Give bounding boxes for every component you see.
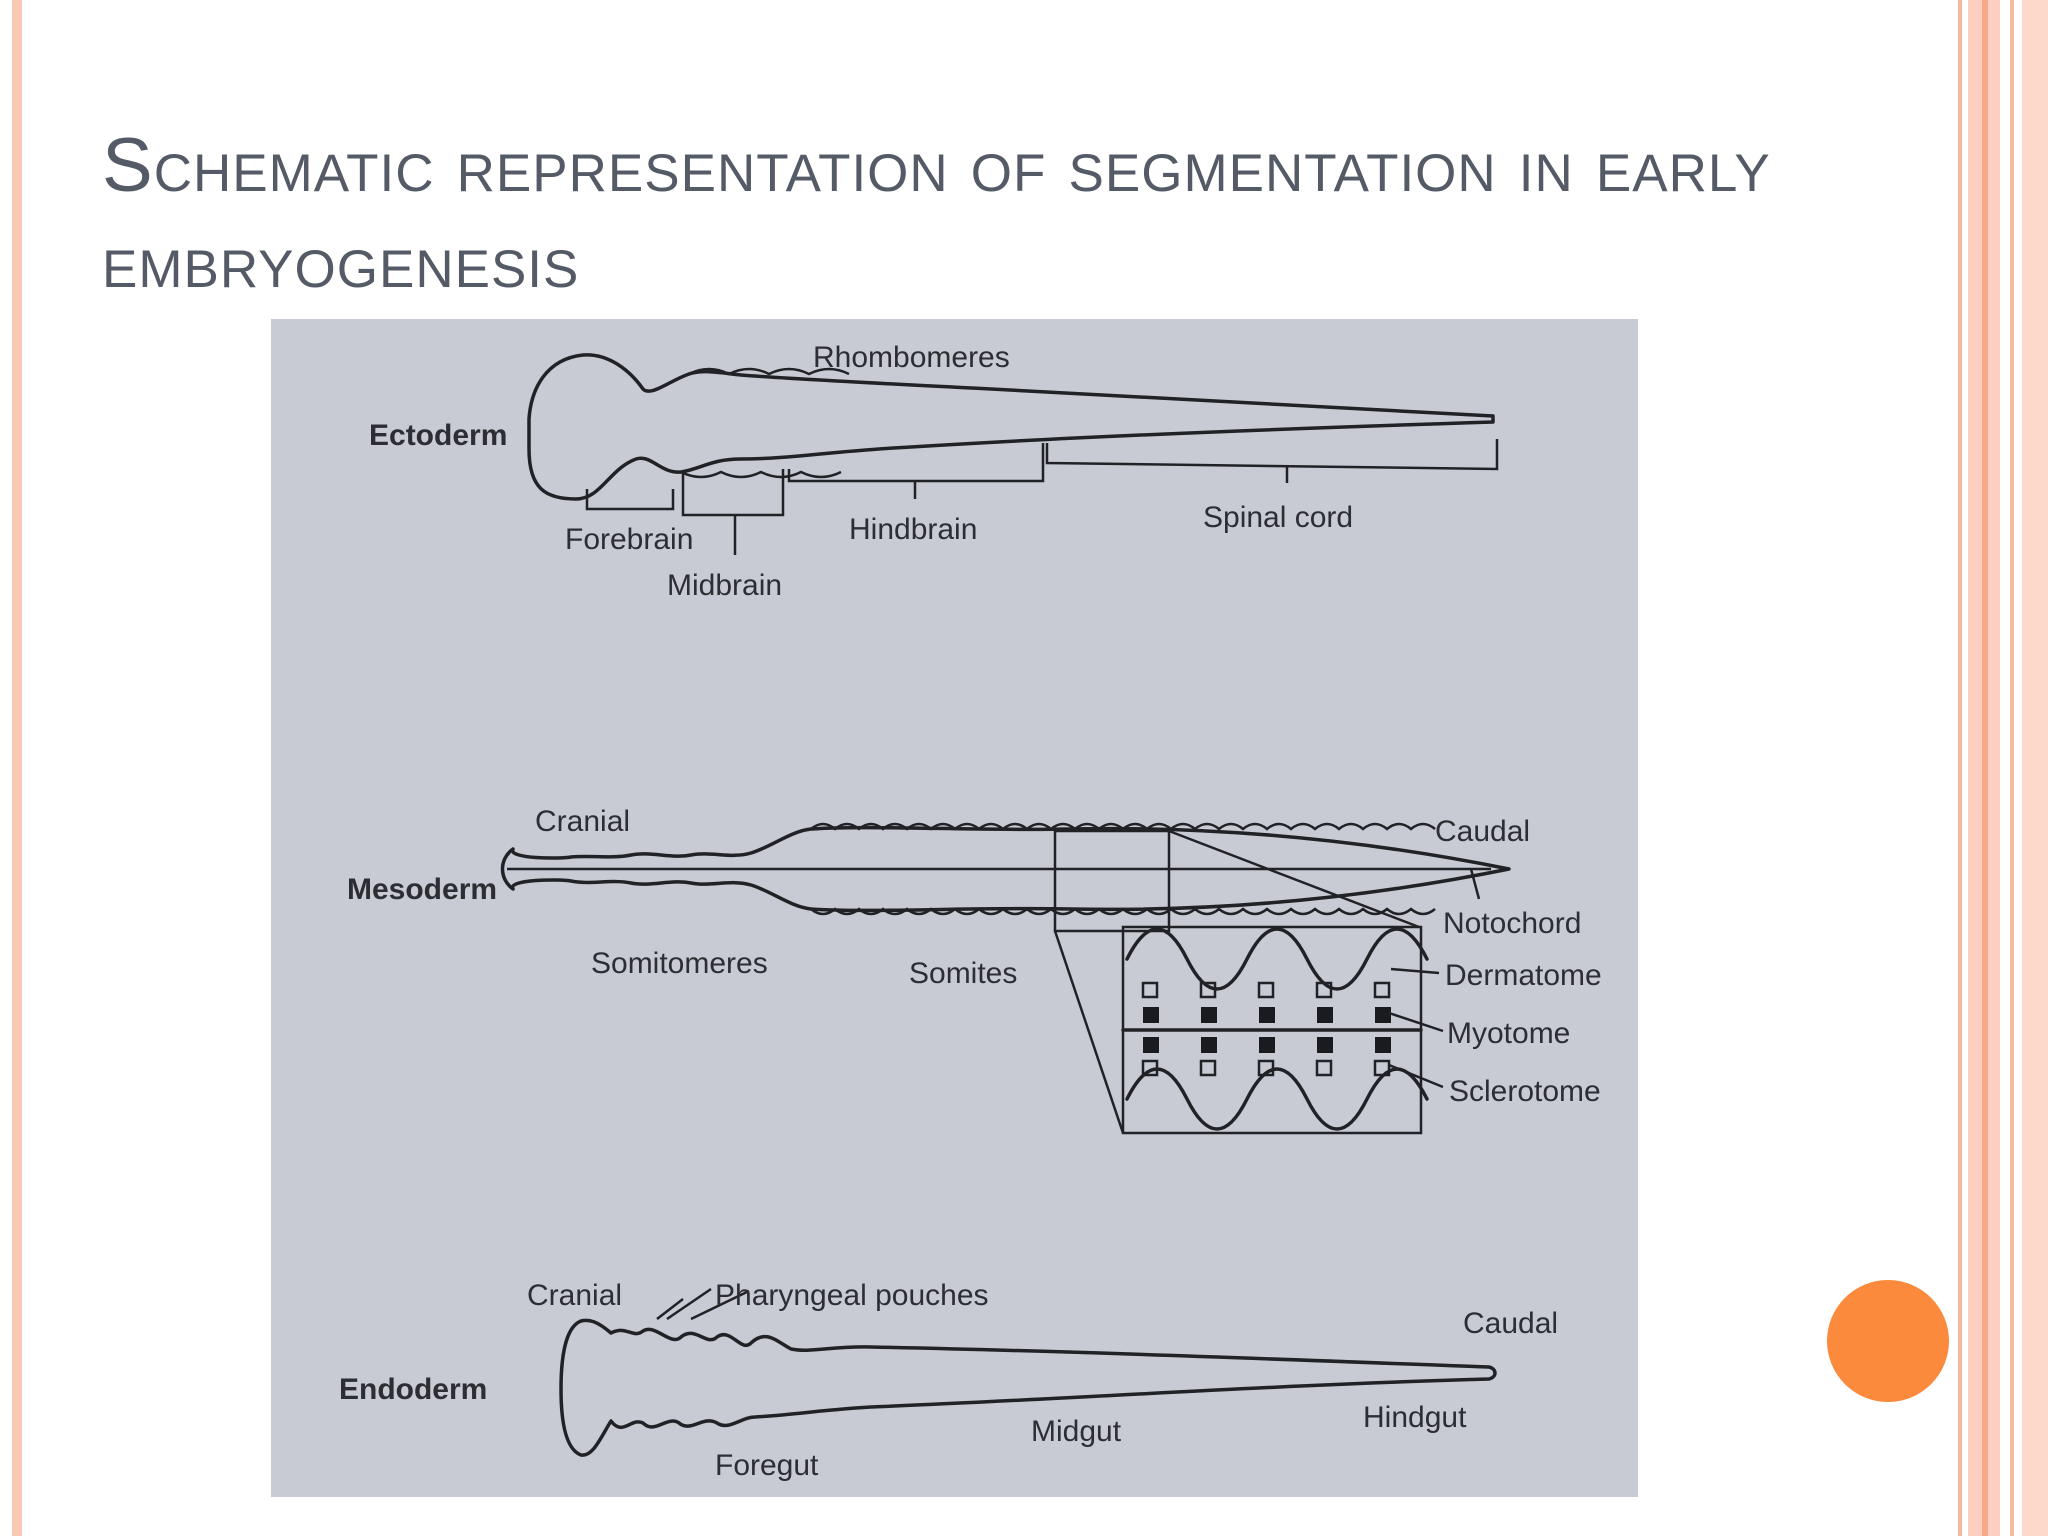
- mesoderm-cranial-label: Cranial: [535, 805, 630, 838]
- neural-tube-outline: [527, 353, 1495, 501]
- sclerotome-label: Sclerotome: [1449, 1075, 1601, 1108]
- spinal-cord-label: Spinal cord: [1203, 501, 1353, 534]
- rhombomere-waves-bottom: [680, 470, 842, 479]
- gut-tube-outline: [559, 1318, 1497, 1457]
- ectoderm-label: Ectoderm: [369, 419, 507, 452]
- sclerotome-wave-bottom: [1125, 1067, 1429, 1131]
- rhombomere-waves-top: [688, 367, 850, 376]
- endoderm-section: Endoderm Cranial Pharyngeal pouches Caud…: [339, 1279, 1558, 1482]
- pharyngeal-pouch-pointers: [656, 1287, 750, 1321]
- endoderm-label: Endoderm: [339, 1373, 487, 1406]
- hindgut-label: Hindgut: [1363, 1401, 1467, 1434]
- somite-waves-top: [810, 822, 1436, 831]
- zoom-line-bottom: [1053, 930, 1125, 1134]
- dermatome-squares: [1141, 981, 1391, 1077]
- somites-label: Somites: [909, 957, 1017, 990]
- pharyngeal-pouches-label: Pharyngeal pouches: [715, 1279, 989, 1312]
- right-border-stripe-1: [1958, 0, 1962, 1536]
- right-border-stripe-4: [2010, 0, 2014, 1536]
- right-border-stripe-3: [1982, 0, 1988, 1536]
- dermatome-label: Dermatome: [1445, 959, 1602, 992]
- somitomeres-label: Somitomeres: [591, 947, 768, 980]
- mesoderm-caudal-label: Caudal: [1435, 815, 1530, 848]
- dermatome-wave-top: [1125, 927, 1429, 991]
- right-border-stripe-5: [2022, 0, 2048, 1536]
- accent-circle: [1827, 1280, 1949, 1402]
- foregut-label: Foregut: [715, 1449, 819, 1482]
- slide-title-line-1: Schematic representation of segmentation…: [102, 123, 1771, 208]
- paraxial-mesoderm-outline: [500, 825, 1511, 913]
- midbrain-bracket: [681, 469, 785, 517]
- segmentation-diagram: Ectoderm Rhombomeres Forebrain Midbrain …: [271, 319, 1638, 1497]
- notochord-label: Notochord: [1443, 907, 1581, 940]
- forebrain-label: Forebrain: [565, 523, 693, 556]
- endoderm-caudal-label: Caudal: [1463, 1307, 1558, 1340]
- myotome-pointer: [1388, 1011, 1444, 1033]
- mesoderm-label: Mesoderm: [347, 873, 497, 906]
- diagram-canvas: Ectoderm Rhombomeres Forebrain Midbrain …: [339, 341, 1602, 1482]
- dermatome-pointer: [1390, 967, 1440, 975]
- slide-title-line-2: embryogenesis: [102, 219, 580, 304]
- rhombomeres-label: Rhombomeres: [813, 341, 1010, 374]
- notochord-pointer: [1469, 868, 1481, 900]
- slide-title: Schematic representation of segmentation…: [102, 118, 2002, 310]
- left-border-stripe: [12, 0, 22, 1536]
- sclerotome-pointer: [1388, 1063, 1444, 1089]
- zoom-region-box: [1053, 829, 1171, 933]
- endoderm-cranial-label: Cranial: [527, 1279, 622, 1312]
- ectoderm-section: Ectoderm Rhombomeres Forebrain Midbrain …: [369, 341, 1499, 602]
- myotome-squares: [1143, 1007, 1391, 1053]
- myotome-label: Myotome: [1447, 1017, 1570, 1050]
- somite-waves-bottom: [810, 907, 1436, 916]
- spinal-cord-bracket: [1045, 439, 1499, 471]
- midgut-label: Midgut: [1031, 1415, 1122, 1448]
- zoom-line-top: [1168, 829, 1420, 929]
- hindbrain-label: Hindbrain: [849, 513, 977, 546]
- mesoderm-section: Mesoderm Cranial Caudal Somitomeres Somi…: [347, 805, 1602, 1135]
- midbrain-label: Midbrain: [667, 569, 782, 602]
- forebrain-bracket: [585, 489, 675, 511]
